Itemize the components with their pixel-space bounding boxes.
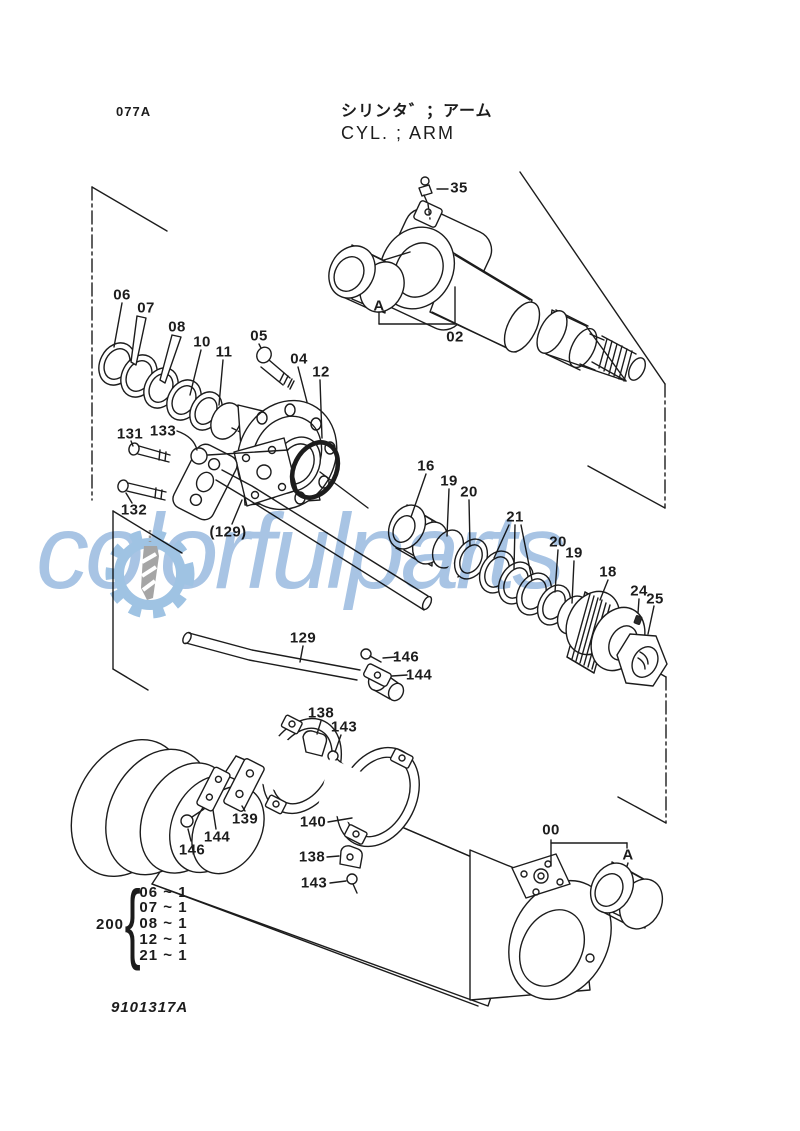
part-oring-12 bbox=[289, 379, 341, 500]
callout-05: 05 bbox=[250, 327, 268, 345]
page-code: 077A bbox=[116, 104, 152, 119]
callout-19a: 19 bbox=[440, 472, 458, 490]
callout-139: 139 bbox=[231, 810, 259, 828]
callout-146a: 146 bbox=[392, 648, 420, 666]
quantity-table: 200 { 06 ~ 1 07 ~ 1 08 ~ 1 12 ~ 1 21 ~ 1 bbox=[96, 872, 188, 971]
brace-icon: { bbox=[124, 872, 141, 971]
quantity-row: 21 ~ 1 bbox=[139, 946, 188, 964]
quantity-row: 08 ~ 1 bbox=[139, 915, 188, 933]
part-rod bbox=[536, 309, 646, 382]
callout-a-top: A bbox=[373, 297, 385, 315]
callout-10: 10 bbox=[193, 333, 211, 351]
callout-131: 131 bbox=[116, 425, 144, 443]
part-pipe-lower bbox=[182, 631, 408, 702]
callout-24: 24 bbox=[630, 582, 648, 600]
title-english: CYL. ; ARM bbox=[341, 123, 456, 143]
callout-06: 06 bbox=[113, 286, 131, 304]
part-grease-fitting bbox=[418, 176, 449, 220]
callout-143b: 143 bbox=[300, 874, 328, 892]
part-piston-group bbox=[387, 473, 668, 687]
callout-129: 129 bbox=[289, 629, 317, 647]
callout-144b: 144 bbox=[203, 828, 231, 846]
callout-146b: 146 bbox=[178, 841, 206, 859]
callout-140: 140 bbox=[299, 813, 327, 831]
callout-21: 21 bbox=[506, 508, 524, 526]
callout-19b: 19 bbox=[565, 544, 583, 562]
callout-129-paren: (129) bbox=[209, 523, 247, 541]
callout-25: 25 bbox=[646, 590, 664, 608]
callout-08: 08 bbox=[168, 318, 186, 336]
callout-02: 02 bbox=[446, 328, 464, 346]
callout-133: 133 bbox=[149, 422, 177, 440]
callout-16: 16 bbox=[417, 457, 435, 475]
part-bottom-clevis bbox=[469, 839, 629, 1001]
callout-35: 35 bbox=[450, 179, 468, 197]
part-elbow-fitting bbox=[117, 430, 289, 521]
title-japanese: シリンタ゛；アーム bbox=[341, 103, 493, 120]
callout-138a: 138 bbox=[307, 704, 335, 722]
callout-143a: 143 bbox=[330, 718, 358, 736]
callout-20a: 20 bbox=[460, 483, 478, 501]
part-bushing-bottom bbox=[589, 861, 664, 930]
part-clamps bbox=[180, 714, 420, 894]
quantity-row: 12 ~ 1 bbox=[139, 930, 188, 948]
callout-04: 04 bbox=[290, 350, 308, 368]
callout-07: 07 bbox=[137, 299, 155, 317]
callout-138b: 138 bbox=[298, 848, 326, 866]
callout-132: 132 bbox=[120, 501, 148, 519]
part-pipe-upper bbox=[215, 469, 433, 611]
callout-12: 12 bbox=[312, 363, 330, 381]
callout-20b: 20 bbox=[549, 533, 567, 551]
part-head-seals bbox=[98, 302, 257, 441]
quantity-group-number: 200 bbox=[96, 915, 125, 933]
drawing-number: 9101317A bbox=[111, 999, 189, 1016]
part-bolt-05 bbox=[256, 343, 295, 390]
part-bushing-top bbox=[328, 244, 456, 325]
callout-11: 11 bbox=[215, 343, 233, 361]
callout-00: 00 bbox=[542, 821, 560, 839]
quantity-row: 07 ~ 1 bbox=[139, 899, 188, 917]
callout-18: 18 bbox=[599, 563, 617, 581]
callout-144a: 144 bbox=[405, 666, 433, 684]
quantity-row: 06 ~ 1 bbox=[139, 883, 188, 901]
part-gland bbox=[233, 366, 369, 511]
callout-a-bottom: A bbox=[622, 846, 634, 864]
part-rod-eye bbox=[357, 200, 541, 353]
